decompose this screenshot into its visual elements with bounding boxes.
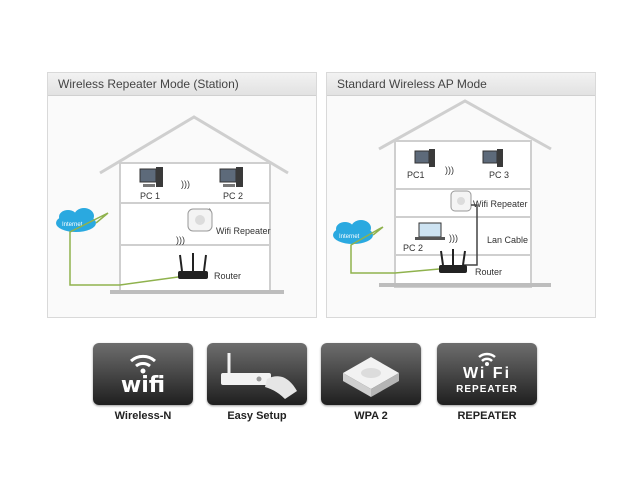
pc2-label: PC 2 (223, 191, 243, 201)
easy-setup-tile (207, 343, 307, 405)
panel-title: Wireless Repeater Mode (Station) (48, 73, 316, 96)
wpa2-device-icon (343, 357, 399, 397)
internet-cloud-icon: Internet (333, 220, 373, 244)
wifi-signal-icon: ))) (181, 179, 190, 189)
pc2-laptop-icon (415, 222, 445, 240)
wifi-signal-icon: ))) (176, 235, 185, 245)
router-label: Router (475, 267, 502, 277)
repeater-badge-text: REPEATER (456, 384, 518, 395)
internet-cloud-icon: Internet (56, 208, 96, 232)
wireless-n-tile: wifi (93, 343, 193, 405)
router-device-icon (439, 249, 467, 273)
wireless-n-label: Wireless-N (114, 410, 172, 422)
panel-title: Standard Wireless AP Mode (327, 73, 595, 96)
router-device-icon (178, 253, 208, 279)
lan-cable (463, 204, 478, 266)
wifi-signal-icon: ))) (445, 165, 454, 175)
pc1-label: PC 1 (140, 191, 160, 201)
easy-setup-label: Easy Setup (227, 410, 287, 422)
house-floor (379, 283, 551, 287)
wifi-badge-text: wifi (120, 373, 166, 398)
wifi-repeater-device-icon (450, 190, 472, 212)
house-roof (99, 115, 289, 175)
pc1-computer-icon (139, 167, 163, 187)
internet-cable (350, 226, 440, 274)
repeater-label: REPEATER (457, 410, 517, 422)
pc3-computer-icon (482, 149, 503, 167)
wifi-icon (130, 354, 156, 374)
wifi-repeater-icon (478, 352, 496, 366)
pc2-computer-icon (219, 167, 243, 187)
wifi-signal-icon: ))) (449, 233, 458, 243)
wifi-badge-text: Wi Fi (462, 365, 512, 382)
cloud-label: Internet (339, 234, 360, 240)
wifi-repeater-tile: Wi Fi REPEATER (437, 343, 537, 405)
repeater-label: Wifi Repeater (216, 226, 271, 236)
house-floor (110, 290, 284, 294)
pc2-label: PC 2 (403, 243, 423, 253)
repeater-label: Wifi Repeater (473, 199, 528, 209)
cloud-label: Internet (62, 222, 83, 228)
pc1-computer-icon (414, 149, 435, 167)
ap-mode-diagram: PC1 PC 3 ))) Wifi Repeater PC 2 ))) Lan … (333, 99, 552, 288)
pc3-label: PC 3 (489, 170, 509, 180)
wpa2-tile (321, 343, 421, 405)
router-label: Router (214, 271, 241, 281)
wifi-repeater-device-icon (187, 208, 213, 232)
repeater-mode-panel: Wireless Repeater Mode (Station) PC 1 PC… (47, 72, 317, 318)
pc1-label: PC1 (407, 170, 425, 180)
repeater-mode-diagram: PC 1 PC 2 ))) ))) Wifi Repeater ))) Rout… (56, 115, 289, 294)
lan-cable-label: Lan Cable (487, 235, 528, 245)
internet-cable (69, 212, 120, 286)
easy-setup-icon (221, 353, 297, 399)
ap-mode-panel: Standard Wireless AP Mode PC1 PC 3 ))) W… (326, 72, 596, 318)
house-roof (378, 99, 552, 151)
wpa2-label: WPA 2 (354, 410, 388, 422)
